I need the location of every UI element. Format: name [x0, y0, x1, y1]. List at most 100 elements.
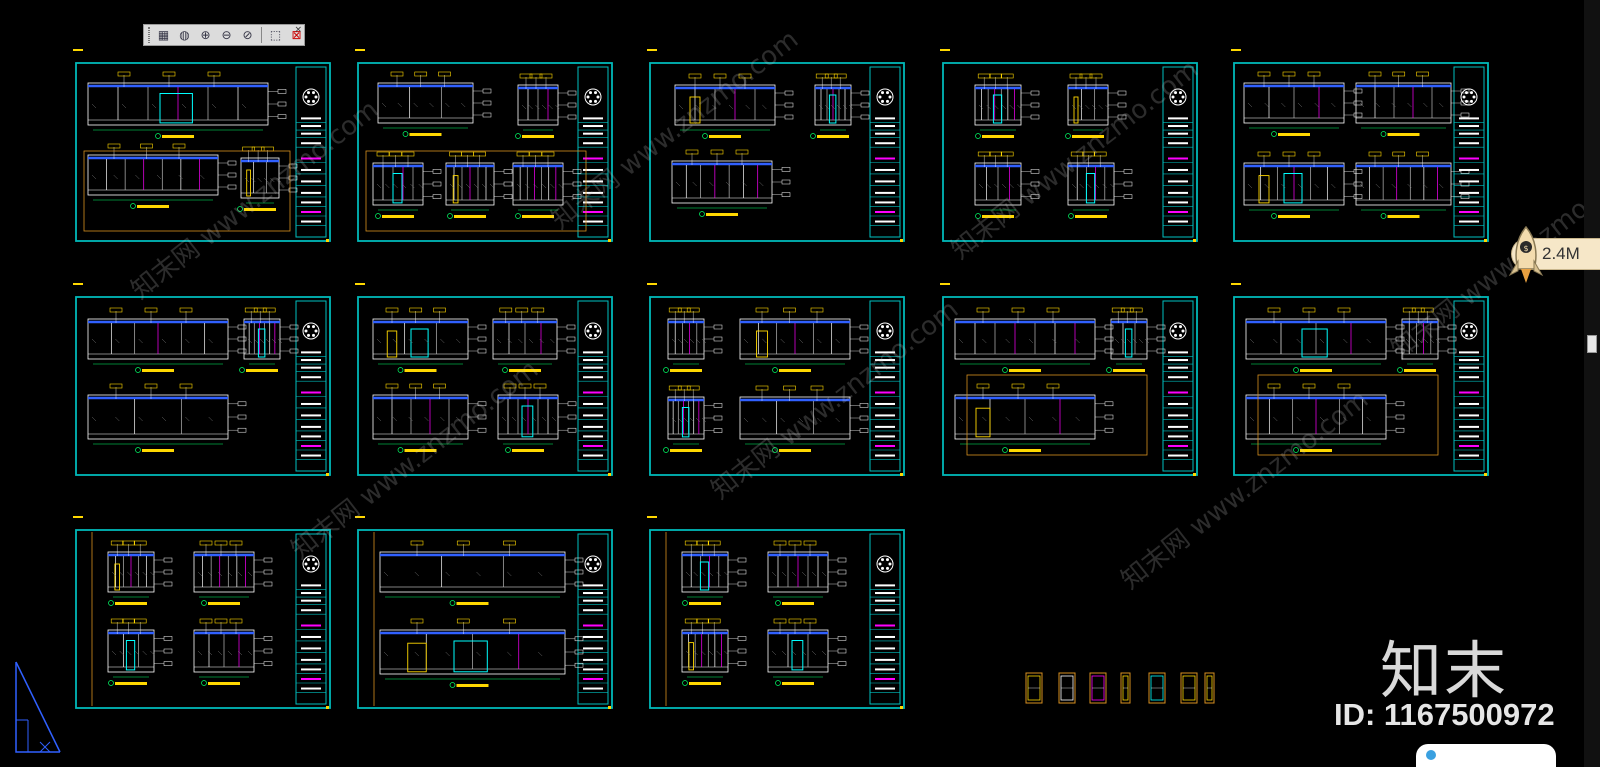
hatch-mark — [801, 571, 807, 577]
logo-petal — [881, 558, 884, 562]
drawing-sheet[interactable] — [73, 283, 331, 476]
hatch-mark — [217, 650, 223, 656]
leader-tag — [401, 151, 415, 157]
drawing-sheet[interactable] — [1231, 49, 1489, 242]
dim-tag — [1395, 348, 1405, 354]
drawing-sheet[interactable] — [647, 516, 905, 709]
sphere-remove-button[interactable]: ⊖ — [217, 26, 236, 44]
drawing-title-bar — [115, 602, 147, 605]
drawing-title-bubble — [975, 213, 981, 219]
door-legend-item — [1120, 672, 1131, 704]
title-block — [295, 533, 327, 705]
hatch-mark — [440, 416, 445, 422]
drawing-sheet[interactable] — [1231, 283, 1489, 476]
hatch-mark — [208, 338, 213, 344]
drawing-sheet[interactable] — [940, 283, 1198, 476]
title-block-text — [1168, 351, 1188, 354]
drawing-title-bubble — [663, 447, 669, 453]
title-block-text — [301, 584, 321, 587]
drawing-sheet[interactable] — [647, 283, 905, 476]
drawing-title-bar — [137, 205, 169, 208]
leader-tag — [1046, 383, 1060, 389]
leader-tag — [773, 618, 787, 624]
sheet-corner-mark — [608, 239, 611, 242]
dim-tag — [859, 428, 869, 433]
sphere-add-button[interactable]: ⊕ — [196, 26, 215, 44]
hatch-mark — [538, 651, 543, 657]
dim-tag — [1030, 90, 1040, 96]
watermark-diagonal-text: 知末网 www.znzmo.com — [286, 355, 544, 566]
drawing-sheet[interactable] — [355, 49, 613, 242]
bottom-floating-pill[interactable] — [1416, 744, 1556, 767]
vertical-scrollbar[interactable] — [1584, 0, 1600, 767]
sphere-button[interactable]: ◍ — [175, 26, 194, 44]
hatch-mark — [677, 338, 683, 344]
dim-tag — [1447, 336, 1457, 342]
hatch-mark — [798, 417, 804, 423]
dim-tag — [572, 194, 582, 199]
title-block-text — [301, 687, 321, 690]
logo-petal — [1470, 333, 1473, 337]
drawing-title-bar — [509, 369, 541, 372]
leader-tag — [686, 307, 700, 313]
sheet-frame — [1233, 296, 1489, 476]
door-outline — [689, 96, 701, 124]
logo-petal — [886, 99, 889, 103]
dim-tag — [859, 415, 869, 421]
drawing-title-bubble — [1002, 367, 1008, 373]
hatch-mark — [251, 177, 256, 183]
drawing-sheet[interactable] — [73, 49, 331, 242]
drawing-title-bar — [456, 684, 489, 687]
file-size-badge[interactable]: $ 2.4M — [1508, 225, 1600, 283]
drawing-sheet[interactable] — [73, 516, 331, 709]
hatch-mark — [1017, 183, 1022, 189]
dim-tag — [163, 636, 173, 641]
leader-tag — [684, 540, 698, 546]
toolbar-close-button[interactable]: × — [294, 25, 302, 35]
drawing-sheet[interactable] — [355, 283, 613, 476]
sheet-corner-mark — [608, 706, 611, 709]
hatch-mark — [1132, 338, 1138, 344]
drawing-title-bar — [706, 213, 738, 216]
leader-tag — [410, 618, 424, 624]
leader-tag — [519, 73, 533, 79]
cube-button[interactable]: ⬚ — [266, 26, 285, 44]
leader-tag — [499, 307, 513, 313]
hatch-mark — [119, 650, 124, 656]
hatch-mark — [489, 183, 495, 189]
title-block-text — [875, 687, 895, 690]
hatch-mark — [197, 650, 203, 656]
drawing-sheet[interactable] — [940, 49, 1198, 242]
drawing-title-bar — [817, 135, 849, 138]
hatch-mark — [742, 181, 747, 187]
hatch-mark — [830, 104, 836, 110]
layout-grid-button[interactable]: ▦ — [154, 26, 173, 44]
drawing-sheet[interactable] — [355, 516, 613, 709]
leader-tag — [1120, 307, 1134, 313]
dim-tag — [1104, 401, 1114, 407]
dim-tag — [163, 557, 173, 563]
toolbar-grip[interactable] — [148, 27, 150, 43]
dim-tag — [574, 581, 584, 587]
hatch-mark — [440, 338, 445, 344]
leader-tag — [1070, 151, 1084, 157]
dim-tag — [860, 102, 870, 108]
drawing-title-bar — [709, 135, 741, 138]
scrollbar-thumb[interactable] — [1587, 335, 1597, 353]
drawing-sheet[interactable] — [647, 49, 905, 242]
hatch-mark — [712, 104, 717, 110]
hatch-mark — [476, 571, 481, 577]
cube-delete-button[interactable]: ⊠ — [287, 26, 306, 44]
drawing-title-bubble — [682, 600, 688, 606]
sheet-number-tag — [355, 283, 365, 285]
hatch-mark — [693, 571, 698, 577]
title-block-text — [583, 647, 603, 650]
logo-petal — [312, 325, 315, 329]
sheet-number-tag — [940, 283, 950, 285]
sphere-slash-button[interactable]: ⊘ — [238, 26, 257, 44]
sheet-corner-mark — [1193, 239, 1196, 242]
drawing-title-bar — [404, 369, 437, 372]
logo-petal — [307, 91, 310, 95]
dim-tag — [263, 648, 273, 654]
